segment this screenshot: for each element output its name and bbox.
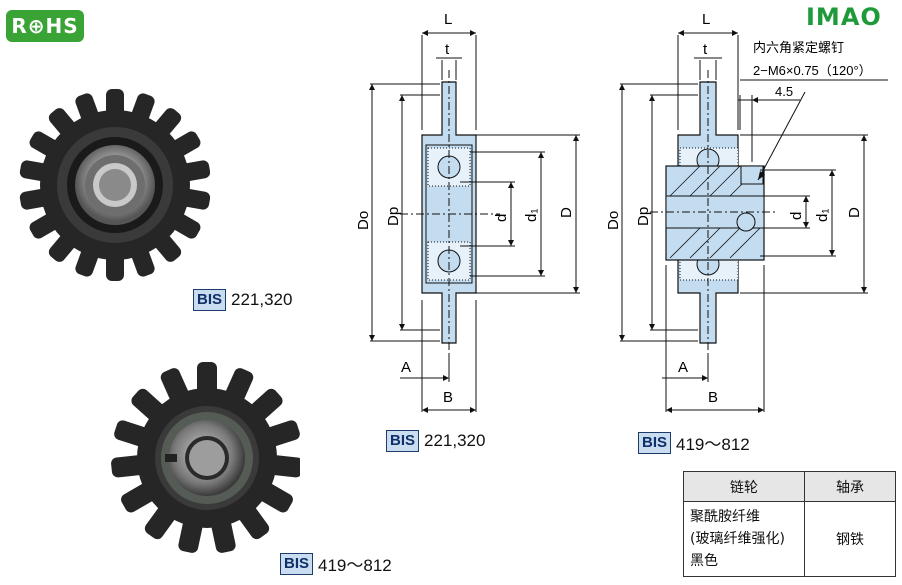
photo-2-model-range: 419～812 [318,556,392,575]
drawing-right-model-badge: BIS [638,431,672,454]
dim-Dp-right: Dp [635,207,652,226]
photo-1-model-range: 221,320 [231,290,293,309]
dim-A-left: A [401,359,411,376]
sprocket-photo-2 [110,362,300,554]
dim-d1-right: d₁ [814,209,831,222]
dim-Do-left: Do [355,211,372,230]
setscrew-spec: 2−M6×0.75（120°） [753,63,872,78]
rohs-logo: R⊕HS [6,10,84,42]
drawing-right-model-range: 419～812 [676,435,750,454]
dim-L-left: L [444,11,452,28]
sprocket-material: 聚酰胺纤维 (玻璃纤维强化) 黑色 [683,501,805,577]
drawing-left: L t Do Dp d d₁ D A B [355,11,580,413]
dim-d1-left: d₁ [523,209,540,222]
drawing-right: L t 内六角紧定螺钉 2−M6×0.75（120°） 4.5 Do Dp d … [605,11,888,413]
photo-1-model-badge: BIS [193,289,227,311]
sprocket-material-line: (玻璃纤维强化) [690,531,785,547]
dim-t-right: t [703,41,708,58]
drawing-left-model-label: BIS 221,320 [386,430,485,452]
bearing-material: 钢铁 [804,501,896,577]
dim-t-left: t [445,41,450,58]
dim-d-right: d [788,212,805,220]
materials-table: 链轮 轴承 聚酰胺纤维 (玻璃纤维强化) 黑色 钢铁 [683,471,896,577]
drawing-right-model-label: BIS 419～812 [638,430,750,455]
setscrew-offset: 4.5 [775,84,793,99]
imao-logo: IMAO [806,3,882,31]
drawing-left-model-badge: BIS [386,430,420,452]
dim-D-left: D [558,207,575,218]
drawing-left-model-range: 221,320 [424,431,486,450]
dim-Do-right: Do [605,211,622,230]
dim-d-left: d [493,214,510,222]
photo-2-model-badge: BIS [280,552,314,575]
materials-row: 聚酰胺纤维 (玻璃纤维强化) 黑色 钢铁 [683,501,896,577]
dim-L-right: L [702,11,710,28]
dim-B-right: B [708,389,718,406]
dim-D-right: D [846,207,863,218]
photo-1-model-label: BIS 221,320 [193,289,292,311]
dim-Dp-left: Dp [385,207,402,226]
sprocket-material-line: 黑色 [690,553,718,569]
photo-2-model-label: BIS 419～812 [280,551,392,576]
sprocket-section-right [665,81,765,344]
dim-A-right: A [678,359,688,376]
materials-header-row: 链轮 轴承 [683,471,896,502]
dim-B-left: B [443,389,453,406]
header-bearing: 轴承 [804,471,896,502]
setscrew-note: 内六角紧定螺钉 [753,40,844,55]
sprocket-photo-1 [18,89,210,281]
header-sprocket: 链轮 [683,471,805,502]
sprocket-material-line: 聚酰胺纤维 [690,509,760,525]
